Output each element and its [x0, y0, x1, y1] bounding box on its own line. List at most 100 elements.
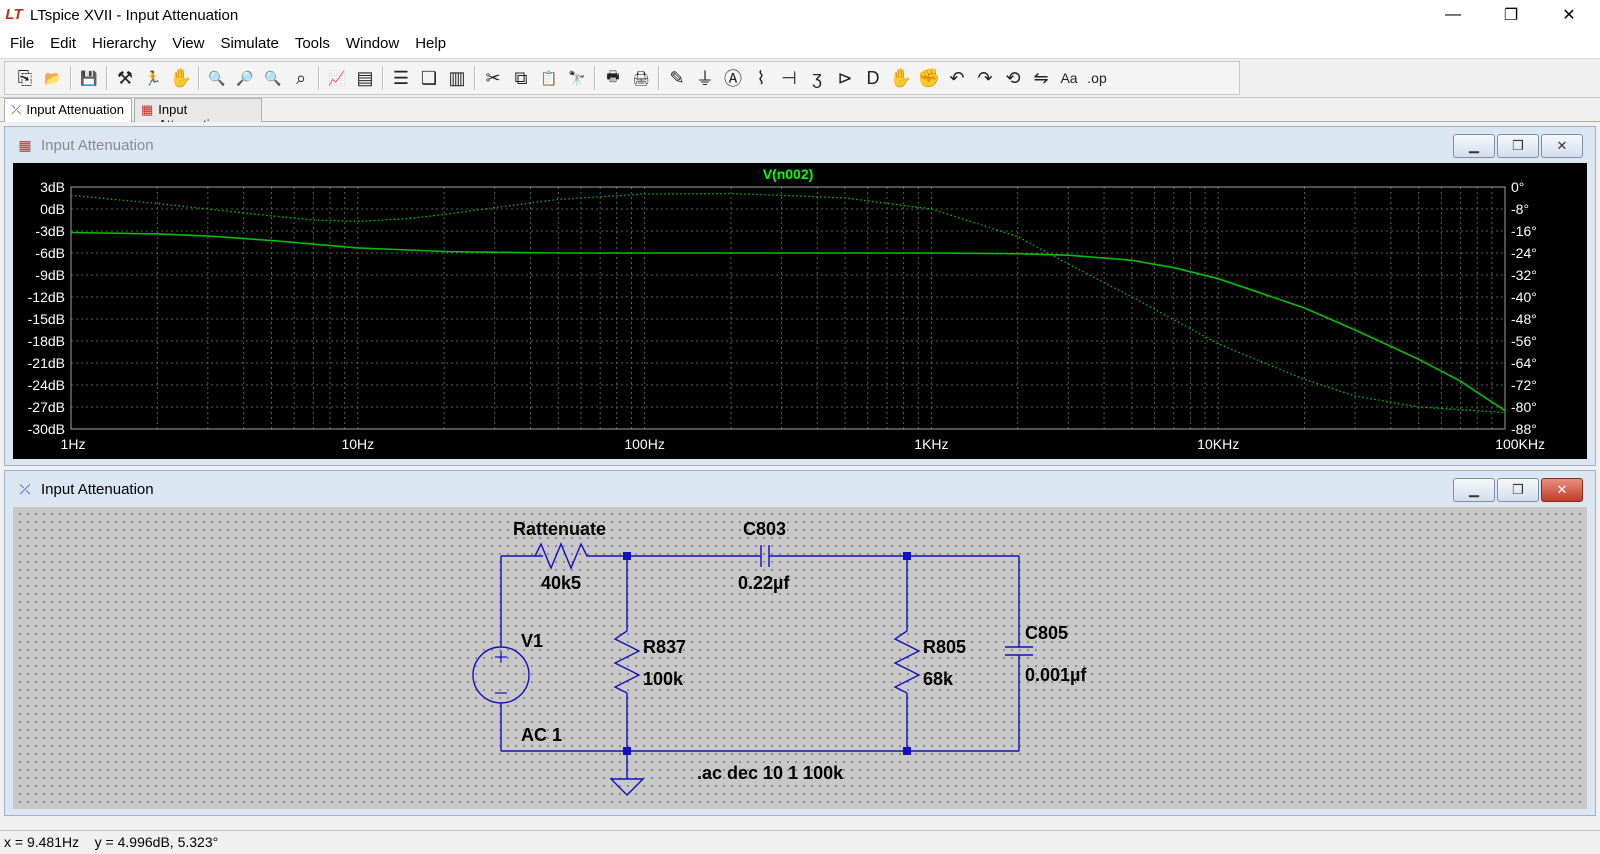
label-rattenuate[interactable]: Rattenuate — [513, 519, 606, 539]
spice-directive-button[interactable]: .op — [1083, 64, 1111, 92]
label-v1[interactable]: V1 — [521, 631, 543, 651]
menu-tools[interactable]: Tools — [294, 35, 330, 52]
zoom-fit-button[interactable]: ⌕ — [287, 64, 315, 92]
halt-button[interactable]: ✋ — [167, 64, 195, 92]
label-c803-value[interactable]: 0.22µf — [738, 573, 790, 593]
component-button[interactable]: D — [859, 64, 887, 92]
autorange-button[interactable]: 📈 — [323, 64, 351, 92]
label-c803[interactable]: C803 — [743, 519, 786, 539]
title-bar: LT LTspice XVII - Input Attenuation — ❐ … — [0, 0, 1600, 30]
schematic-close-button[interactable]: ✕ — [1541, 478, 1583, 502]
y-right-tick-label: -8° — [1511, 201, 1529, 217]
text-button[interactable]: Aa — [1055, 64, 1083, 92]
mirror-button[interactable]: ⇋ — [1027, 64, 1055, 92]
menu-edit[interactable]: Edit — [50, 35, 77, 52]
plot-frame — [70, 186, 1506, 430]
ground-symbol[interactable] — [609, 778, 645, 796]
print-button[interactable]: 🖶 — [599, 64, 627, 92]
schematic-minimize-button[interactable]: ▁ — [1453, 478, 1495, 502]
y-left-tick-label: -18dB — [28, 333, 65, 349]
y-left-tick-label: -6dB — [35, 245, 65, 261]
label-68k[interactable]: 68k — [923, 669, 954, 689]
y-right-tick-label: -80° — [1511, 399, 1537, 415]
draw-wire-button[interactable]: ✎ — [663, 64, 691, 92]
plot-window-titlebar[interactable]: ▦ Input Attenuation ▁ ❐ ✕ — [5, 127, 1595, 163]
minimize-button[interactable]: — — [1445, 6, 1461, 23]
label-ac1[interactable]: AC 1 — [521, 725, 562, 745]
schematic-drawing[interactable]: Rattenuate 40k5 C803 0.22µf V1 AC 1 R837… — [13, 507, 1587, 809]
plot-minimize-button[interactable]: ▁ — [1453, 134, 1495, 158]
mirror-icon: ⇋ — [1033, 67, 1049, 88]
label-c805-value[interactable]: 0.001µf — [1025, 665, 1087, 685]
label-100k[interactable]: 100k — [643, 669, 684, 689]
zoom-out-button[interactable]: 🔍 — [259, 64, 287, 92]
rotate-button[interactable]: ⟲ — [999, 64, 1027, 92]
run-button[interactable]: 🏃 — [139, 64, 167, 92]
undo-button[interactable]: ↶ — [943, 64, 971, 92]
diode-button[interactable]: ⊳ — [831, 64, 859, 92]
menu-view[interactable]: View — [172, 35, 205, 52]
tile-horizontal-button[interactable]: ☰ — [387, 64, 415, 92]
label-c805[interactable]: C805 — [1025, 623, 1068, 643]
x-tick-label: 1KHz — [914, 436, 948, 452]
print-setup-button[interactable]: 🖨 — [627, 64, 655, 92]
capacitor-button[interactable]: ⊣ — [775, 64, 803, 92]
tile-vertical-button[interactable]: ▥ — [443, 64, 471, 92]
magnitude-trace[interactable] — [70, 231, 1506, 412]
paste-button[interactable]: 📋 — [535, 64, 563, 92]
copy-button[interactable]: ⧉ — [507, 64, 535, 92]
spice-directive[interactable]: .ac dec 10 1 100k — [697, 763, 844, 783]
cascade-button[interactable]: ❏ — [415, 64, 443, 92]
maximize-button[interactable]: ❐ — [1503, 7, 1519, 24]
label-40k5[interactable]: 40k5 — [541, 573, 581, 593]
menu-simulate[interactable]: Simulate — [220, 35, 279, 52]
menu-hierarchy[interactable]: Hierarchy — [92, 35, 157, 52]
zoom-pan-button[interactable]: 🔎 — [231, 64, 259, 92]
resistor-r837[interactable] — [613, 630, 641, 694]
trace-label[interactable]: V(n002) — [763, 166, 814, 182]
move-icon: ✋ — [889, 67, 913, 88]
control-panel-button[interactable]: ⚒ — [111, 64, 139, 92]
zoom-in-button[interactable]: 🔍 — [203, 64, 231, 92]
resistor-r805[interactable] — [893, 630, 921, 694]
phase-trace[interactable] — [70, 192, 1506, 414]
toolbar-separator — [594, 66, 596, 90]
y-left-tick-label: -12dB — [28, 289, 65, 305]
tab-label: Input Attenuation — [26, 102, 124, 117]
resistor-rattenuate[interactable] — [534, 542, 627, 570]
redo-button[interactable]: ↷ — [971, 64, 999, 92]
menu-help[interactable]: Help — [415, 35, 447, 52]
label-r805[interactable]: R805 — [923, 637, 966, 657]
label-r837[interactable]: R837 — [643, 637, 686, 657]
find-button[interactable]: 🔭 — [563, 64, 591, 92]
open-folder-button[interactable]: 📂 — [39, 64, 67, 92]
component-icon: D — [866, 67, 880, 88]
ground-button[interactable]: ⏚ — [691, 64, 719, 92]
inductor-button[interactable]: ʒ — [803, 64, 831, 92]
schematic-canvas[interactable]: Rattenuate 40k5 C803 0.22µf V1 AC 1 R837… — [13, 507, 1587, 809]
plot-settings-button[interactable]: ▤ — [351, 64, 379, 92]
schematic-icon: ⤫ — [19, 481, 31, 497]
menu-window[interactable]: Window — [345, 35, 400, 52]
tab-plot[interactable]: ▦ Input Attenuation — [134, 98, 262, 132]
y-left-tick-label: -9dB — [35, 267, 65, 283]
y-left-tick-label: -27dB — [28, 399, 65, 415]
new-schematic-button[interactable]: ⎘ — [11, 64, 39, 92]
plot-maximize-button[interactable]: ❐ — [1497, 134, 1539, 158]
bode-plot[interactable]: 3dB0dB-3dB-6dB-9dB-12dB-15dB-18dB-21dB-2… — [13, 163, 1587, 459]
resistor-button[interactable]: ⌇ — [747, 64, 775, 92]
toolbar-separator — [106, 66, 108, 90]
menu-file[interactable]: File — [10, 35, 35, 52]
schematic-maximize-button[interactable]: ❐ — [1497, 478, 1539, 502]
drag-button[interactable]: ✊ — [915, 64, 943, 92]
close-button[interactable]: ✕ — [1562, 7, 1576, 24]
resistor-icon: ⌇ — [756, 67, 766, 88]
save-button[interactable]: 💾 — [75, 64, 103, 92]
label-net-button[interactable]: Ⓐ — [719, 64, 747, 92]
plot-close-button[interactable]: ✕ — [1541, 134, 1583, 158]
tab-schematic[interactable]: ⤫ Input Attenuation — [4, 98, 132, 123]
cut-button[interactable]: ✂ — [479, 64, 507, 92]
schematic-window-titlebar[interactable]: ⤫ Input Attenuation ▁ ❐ ✕ — [5, 471, 1595, 507]
move-button[interactable]: ✋ — [887, 64, 915, 92]
